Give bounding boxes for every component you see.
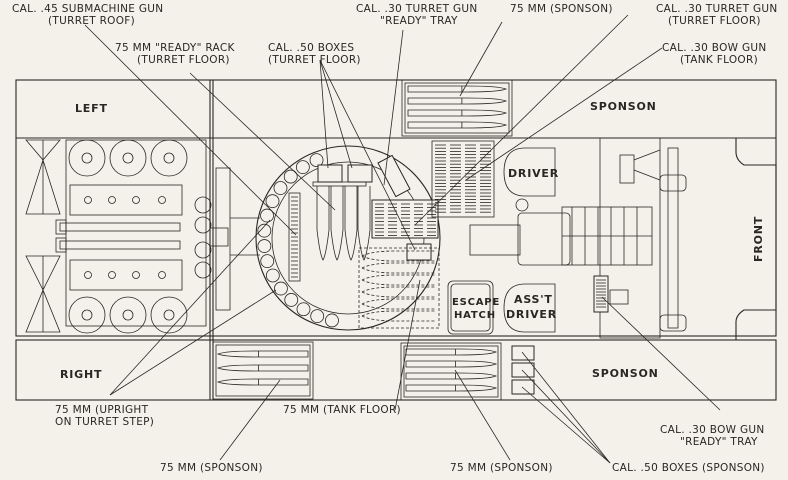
upright-round (257, 223, 272, 238)
driver-label: DRIVER (508, 167, 559, 180)
asst-driver-label-2: DRIVER (506, 308, 557, 321)
cal50-box-sponson-2 (511, 362, 535, 378)
engine-compartment (25, 139, 260, 334)
upright-round (283, 169, 298, 184)
round-75mm (216, 378, 309, 386)
round-75mm (407, 109, 508, 117)
tank-floor-75mm-rack (358, 247, 440, 329)
upright-round (310, 309, 325, 324)
round-75mm (407, 121, 508, 129)
driver-seat (503, 147, 556, 197)
callout-75mm-sponson-bottom-left: 75 MM (SPONSON) (160, 462, 263, 474)
asst-driver-label-1: ASS'T (514, 293, 553, 306)
area-right: RIGHT (60, 368, 102, 381)
engine-block-bottom (69, 259, 183, 291)
upright-round (260, 208, 274, 223)
callout-75mm-sponson-top: 75 MM (SPONSON) (510, 3, 613, 15)
sponson-rack-bottom-center (400, 342, 502, 401)
hull (15, 79, 777, 401)
callout-ready-rack-2: (TURRET FLOOR) (137, 54, 230, 66)
floor-round (361, 274, 436, 286)
callout-cal30-bow-ready-1: CAL. .30 BOW GUN (660, 424, 765, 436)
callout-cal30-turret-floor-1: CAL. .30 TURRET GUN (656, 3, 778, 15)
cal30-box-small (406, 243, 432, 261)
round-75mm (405, 372, 498, 380)
floor-round (361, 250, 436, 262)
callout-cal50-sponson: CAL. .50 BOXES (SPONSON) (612, 462, 765, 474)
transmission (517, 212, 571, 266)
upright-round (274, 281, 288, 296)
callout-75mm-sponson-bottom-center: 75 MM (SPONSON) (450, 462, 553, 474)
callout-cal30-bow-floor-1: CAL. .30 BOW GUN (662, 42, 767, 54)
callout-smg-2: (TURRET ROOF) (48, 15, 135, 27)
area-front: FRONT (752, 216, 765, 262)
cal50-box-turret-1 (317, 164, 343, 183)
callouts: CAL. .45 SUBMACHINE GUN (TURRET ROOF) 75… (12, 3, 778, 474)
callout-ready-rack-1: 75 MM "READY" RACK (115, 42, 235, 54)
escape-hatch (447, 280, 494, 335)
cal30-ready-tray (377, 154, 411, 198)
asst-driver-seat (503, 283, 556, 333)
engine-block-top (69, 184, 183, 216)
bottom-sponson-outline (15, 339, 777, 401)
callout-cal30-ready-tray-1: CAL. .30 TURRET GUN (356, 3, 478, 15)
upright-round (265, 194, 280, 209)
bow-gun-mount (619, 154, 635, 184)
area-left: LEFT (75, 102, 108, 115)
upright-round (265, 268, 280, 283)
callout-cal30-bow-ready-2: "READY" TRAY (680, 436, 758, 448)
leader-lines (84, 14, 721, 464)
area-sponson-top: SPONSON (590, 100, 657, 113)
callout-cal50-turret-1: CAL. .50 BOXES (268, 42, 354, 54)
round-75mm (405, 348, 498, 356)
callout-cal30-bow-floor-2: (TANK FLOOR) (680, 54, 758, 66)
sponson-rack-top (401, 79, 513, 137)
upright-round (284, 293, 299, 307)
callout-cal30-turret-floor-2: (TURRET FLOOR) (668, 15, 761, 27)
turret-ring-outer (255, 145, 441, 331)
round-75mm (405, 360, 498, 368)
upright-round (273, 181, 288, 195)
ready-rack-75mm (288, 192, 301, 282)
area-sponson-bottom: SPONSON (592, 367, 659, 380)
callout-cal30-ready-tray-2: "READY" TRAY (380, 15, 458, 27)
round-75mm (407, 85, 508, 93)
floor-round (361, 286, 436, 298)
cal50-boxes-sponson (511, 345, 535, 395)
escape-hatch-label-2: HATCH (454, 310, 496, 321)
engine-cylinders-top (68, 139, 188, 177)
turret (255, 145, 441, 331)
upright-round (309, 153, 324, 168)
round-75mm (407, 97, 508, 105)
upright-round (296, 302, 311, 317)
callout-75mm-tank-floor: 75 MM (TANK FLOOR) (283, 404, 401, 416)
sponson-rack-bottom-left (212, 341, 314, 400)
floor-round (361, 298, 436, 310)
turret-hanging-rounds (312, 181, 371, 261)
round-75mm (216, 350, 309, 358)
hull-front (660, 137, 777, 340)
upright-rounds-75mm (257, 153, 339, 328)
steering-bar (667, 147, 679, 329)
cal30-bow-gun-floor-boxes (431, 140, 495, 218)
callout-75mm-upright-2: ON TURRET STEP) (55, 416, 154, 428)
driver-compartment: DRIVER ASS'T DRIVER ESCAPE HATCH (447, 137, 687, 339)
floor-round (361, 310, 436, 322)
callout-cal50-turret-2: (TURRET FLOOR) (268, 54, 361, 66)
cal50-box-sponson-3 (511, 379, 535, 395)
callout-75mm-upright-1: 75 MM (UPRIGHT (55, 404, 149, 416)
callout-smg-1: CAL. .45 SUBMACHINE GUN (12, 3, 163, 15)
floor-round (361, 262, 436, 274)
round-75mm (216, 364, 309, 372)
escape-hatch-label-1: ESCAPE (452, 297, 500, 308)
cal30-bow-ready-tray (593, 275, 609, 313)
upright-round (260, 254, 275, 269)
engine-cylinders-bottom (68, 296, 188, 334)
upright-round (295, 160, 310, 175)
upright-round (257, 239, 272, 253)
round-75mm (405, 384, 498, 392)
upright-round (325, 313, 339, 328)
